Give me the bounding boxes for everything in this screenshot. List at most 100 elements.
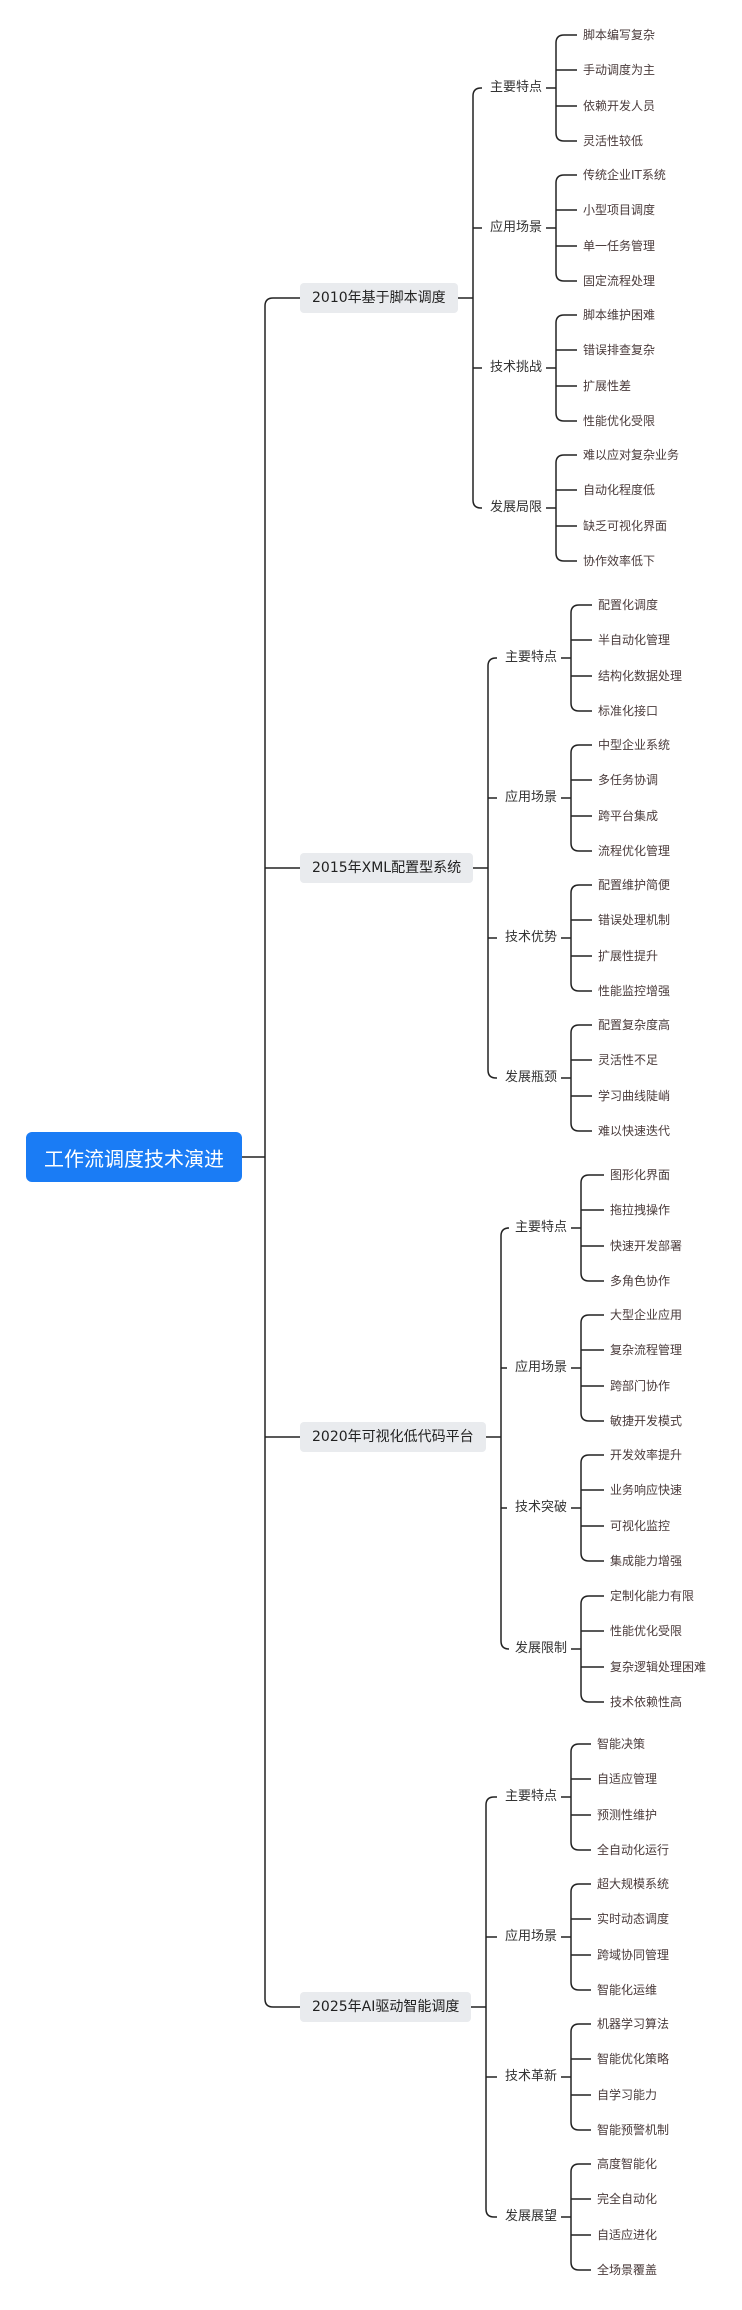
- leaf-connector: [570, 2261, 591, 2271]
- leaf-node[interactable]: 性能优化受限: [610, 1624, 683, 1638]
- leaf-node[interactable]: 配置复杂度高: [598, 1018, 671, 1032]
- leaf-node[interactable]: 开发效率提升: [610, 1448, 683, 1462]
- leaf-node[interactable]: 配置化调度: [598, 598, 659, 612]
- leaf-node[interactable]: 单一任务管理: [583, 239, 656, 253]
- category-node[interactable]: 主要特点: [515, 1220, 568, 1235]
- category-node[interactable]: 发展局限: [490, 500, 543, 515]
- leaf-node[interactable]: 半自动化管理: [598, 633, 671, 647]
- leaf-node[interactable]: 性能监控增强: [598, 984, 671, 998]
- category-node[interactable]: 应用场景: [505, 1929, 558, 1944]
- leaf-node[interactable]: 灵活性较低: [583, 134, 644, 148]
- leaf-node[interactable]: 扩展性提升: [598, 949, 659, 963]
- leaf-node[interactable]: 扩展性差: [583, 379, 632, 393]
- leaf-connector: [555, 314, 577, 324]
- leaf-node[interactable]: 智能决策: [597, 1737, 646, 1751]
- leaf-node[interactable]: 超大规模系统: [597, 1877, 670, 1891]
- category-node[interactable]: 应用场景: [505, 790, 558, 805]
- leaf-node[interactable]: 错误处理机制: [598, 913, 671, 927]
- category-node[interactable]: 发展限制: [515, 1641, 568, 1656]
- root-topic[interactable]: 工作流调度技术演进: [26, 1132, 242, 1182]
- leaf-node[interactable]: 智能化运维: [597, 1983, 658, 1997]
- leaf-node[interactable]: 全场景覆盖: [597, 2263, 658, 2277]
- leaf-node[interactable]: 跨部门协作: [610, 1379, 671, 1393]
- leaf-node[interactable]: 性能优化受限: [583, 414, 656, 428]
- leaf-node[interactable]: 结构化数据处理: [598, 669, 683, 683]
- category-node[interactable]: 主要特点: [505, 1789, 558, 1804]
- leaf-node[interactable]: 拖拉拽操作: [610, 1203, 671, 1217]
- leaf-node[interactable]: 完全自动化: [597, 2192, 658, 2206]
- category-node[interactable]: 应用场景: [515, 1360, 568, 1375]
- category-node[interactable]: 发展瓶颈: [505, 1070, 558, 1085]
- leaf-node[interactable]: 脚本维护困难: [583, 308, 656, 322]
- leaf-connector: [570, 1122, 592, 1132]
- leaf-node[interactable]: 可视化监控: [610, 1519, 671, 1533]
- leaf-node[interactable]: 多任务协调: [598, 773, 659, 787]
- leaf-node[interactable]: 预测性维护: [597, 1808, 658, 1822]
- leaf-node[interactable]: 难以快速迭代: [598, 1124, 671, 1138]
- leaf-node[interactable]: 传统企业IT系统: [583, 168, 666, 182]
- leaf-node[interactable]: 缺乏可视化界面: [583, 519, 668, 533]
- category-node[interactable]: 发展展望: [505, 2209, 558, 2224]
- category-connector: [472, 499, 482, 509]
- leaf-node[interactable]: 跨域协同管理: [597, 1948, 670, 1962]
- leaf-node[interactable]: 中型企业系统: [598, 738, 671, 752]
- leaf-node[interactable]: 全自动化运行: [597, 1843, 670, 1857]
- leaf-node[interactable]: 手动调度为主: [583, 63, 656, 77]
- leaf-node[interactable]: 实时动态调度: [597, 1912, 670, 1926]
- leaf-node[interactable]: 依赖开发人员: [583, 99, 656, 113]
- leaf-connector: [580, 1693, 604, 1703]
- era-node-2015[interactable]: 2015年XML配置型系统: [300, 853, 474, 883]
- leaf-node[interactable]: 业务响应快速: [610, 1483, 683, 1497]
- leaf-node[interactable]: 快速开发部署: [610, 1239, 683, 1253]
- leaf-node[interactable]: 复杂逻辑处理困难: [610, 1660, 707, 1674]
- leaf-node[interactable]: 错误排查复杂: [583, 343, 656, 357]
- category-connector: [472, 87, 482, 97]
- root-topic-label: 工作流调度技术演进: [44, 1146, 224, 1171]
- leaf-node[interactable]: 图形化界面: [610, 1168, 671, 1182]
- leaf-node[interactable]: 复杂流程管理: [610, 1343, 683, 1357]
- leaf-node[interactable]: 小型项目调度: [583, 203, 656, 217]
- leaf-node[interactable]: 技术依赖性高: [610, 1695, 683, 1709]
- era-node-2025[interactable]: 2025年AI驱动智能调度: [300, 1992, 472, 2022]
- leaf-connector: [570, 702, 592, 712]
- leaf-node[interactable]: 高度智能化: [597, 2157, 658, 2171]
- leaf-node[interactable]: 灵活性不足: [598, 1053, 659, 1067]
- category-node[interactable]: 技术革新: [505, 2069, 558, 2084]
- leaf-node[interactable]: 敏捷开发模式: [610, 1414, 683, 1428]
- leaf-node[interactable]: 自适应管理: [597, 1772, 658, 1786]
- era-node-2010[interactable]: 2010年基于脚本调度: [300, 283, 458, 313]
- leaf-connector: [555, 454, 577, 464]
- category-node[interactable]: 技术优势: [505, 930, 558, 945]
- leaf-node[interactable]: 难以应对复杂业务: [583, 448, 680, 462]
- category-node[interactable]: 应用场景: [490, 220, 543, 235]
- leaf-node[interactable]: 智能优化策略: [597, 2052, 670, 2066]
- leaf-node[interactable]: 跨平台集成: [598, 809, 659, 823]
- leaf-node[interactable]: 多角色协作: [610, 1274, 671, 1288]
- leaf-connector: [570, 1981, 591, 1991]
- category-node[interactable]: 主要特点: [505, 650, 558, 665]
- leaf-node[interactable]: 标准化接口: [598, 704, 659, 718]
- leaf-node[interactable]: 流程优化管理: [598, 844, 671, 858]
- leaf-node[interactable]: 智能预警机制: [597, 2123, 670, 2137]
- category-node[interactable]: 技术挑战: [490, 360, 543, 375]
- leaf-node[interactable]: 自学习能力: [597, 2088, 658, 2102]
- category-connector: [487, 1069, 497, 1079]
- leaf-node[interactable]: 集成能力增强: [610, 1554, 683, 1568]
- leaf-node[interactable]: 定制化能力有限: [610, 1589, 695, 1603]
- leaf-node[interactable]: 学习曲线陡峭: [598, 1089, 671, 1103]
- leaf-connector: [570, 1883, 591, 1893]
- leaf-node[interactable]: 自适应进化: [597, 2228, 658, 2242]
- leaf-node[interactable]: 自动化程度低: [583, 483, 656, 497]
- leaf-node[interactable]: 机器学习算法: [597, 2017, 670, 2031]
- leaf-node[interactable]: 配置维护简便: [598, 878, 671, 892]
- leaf-connector: [580, 1412, 604, 1422]
- leaf-node[interactable]: 协作效率低下: [583, 554, 656, 568]
- leaf-node[interactable]: 固定流程处理: [583, 274, 656, 288]
- leaf-connector: [555, 552, 577, 562]
- category-node[interactable]: 技术突破: [515, 1500, 568, 1515]
- leaf-node[interactable]: 脚本编写复杂: [583, 28, 656, 42]
- category-node[interactable]: 主要特点: [490, 80, 543, 95]
- leaf-node[interactable]: 大型企业应用: [610, 1308, 683, 1322]
- era-node-2020[interactable]: 2020年可视化低代码平台: [300, 1422, 486, 1452]
